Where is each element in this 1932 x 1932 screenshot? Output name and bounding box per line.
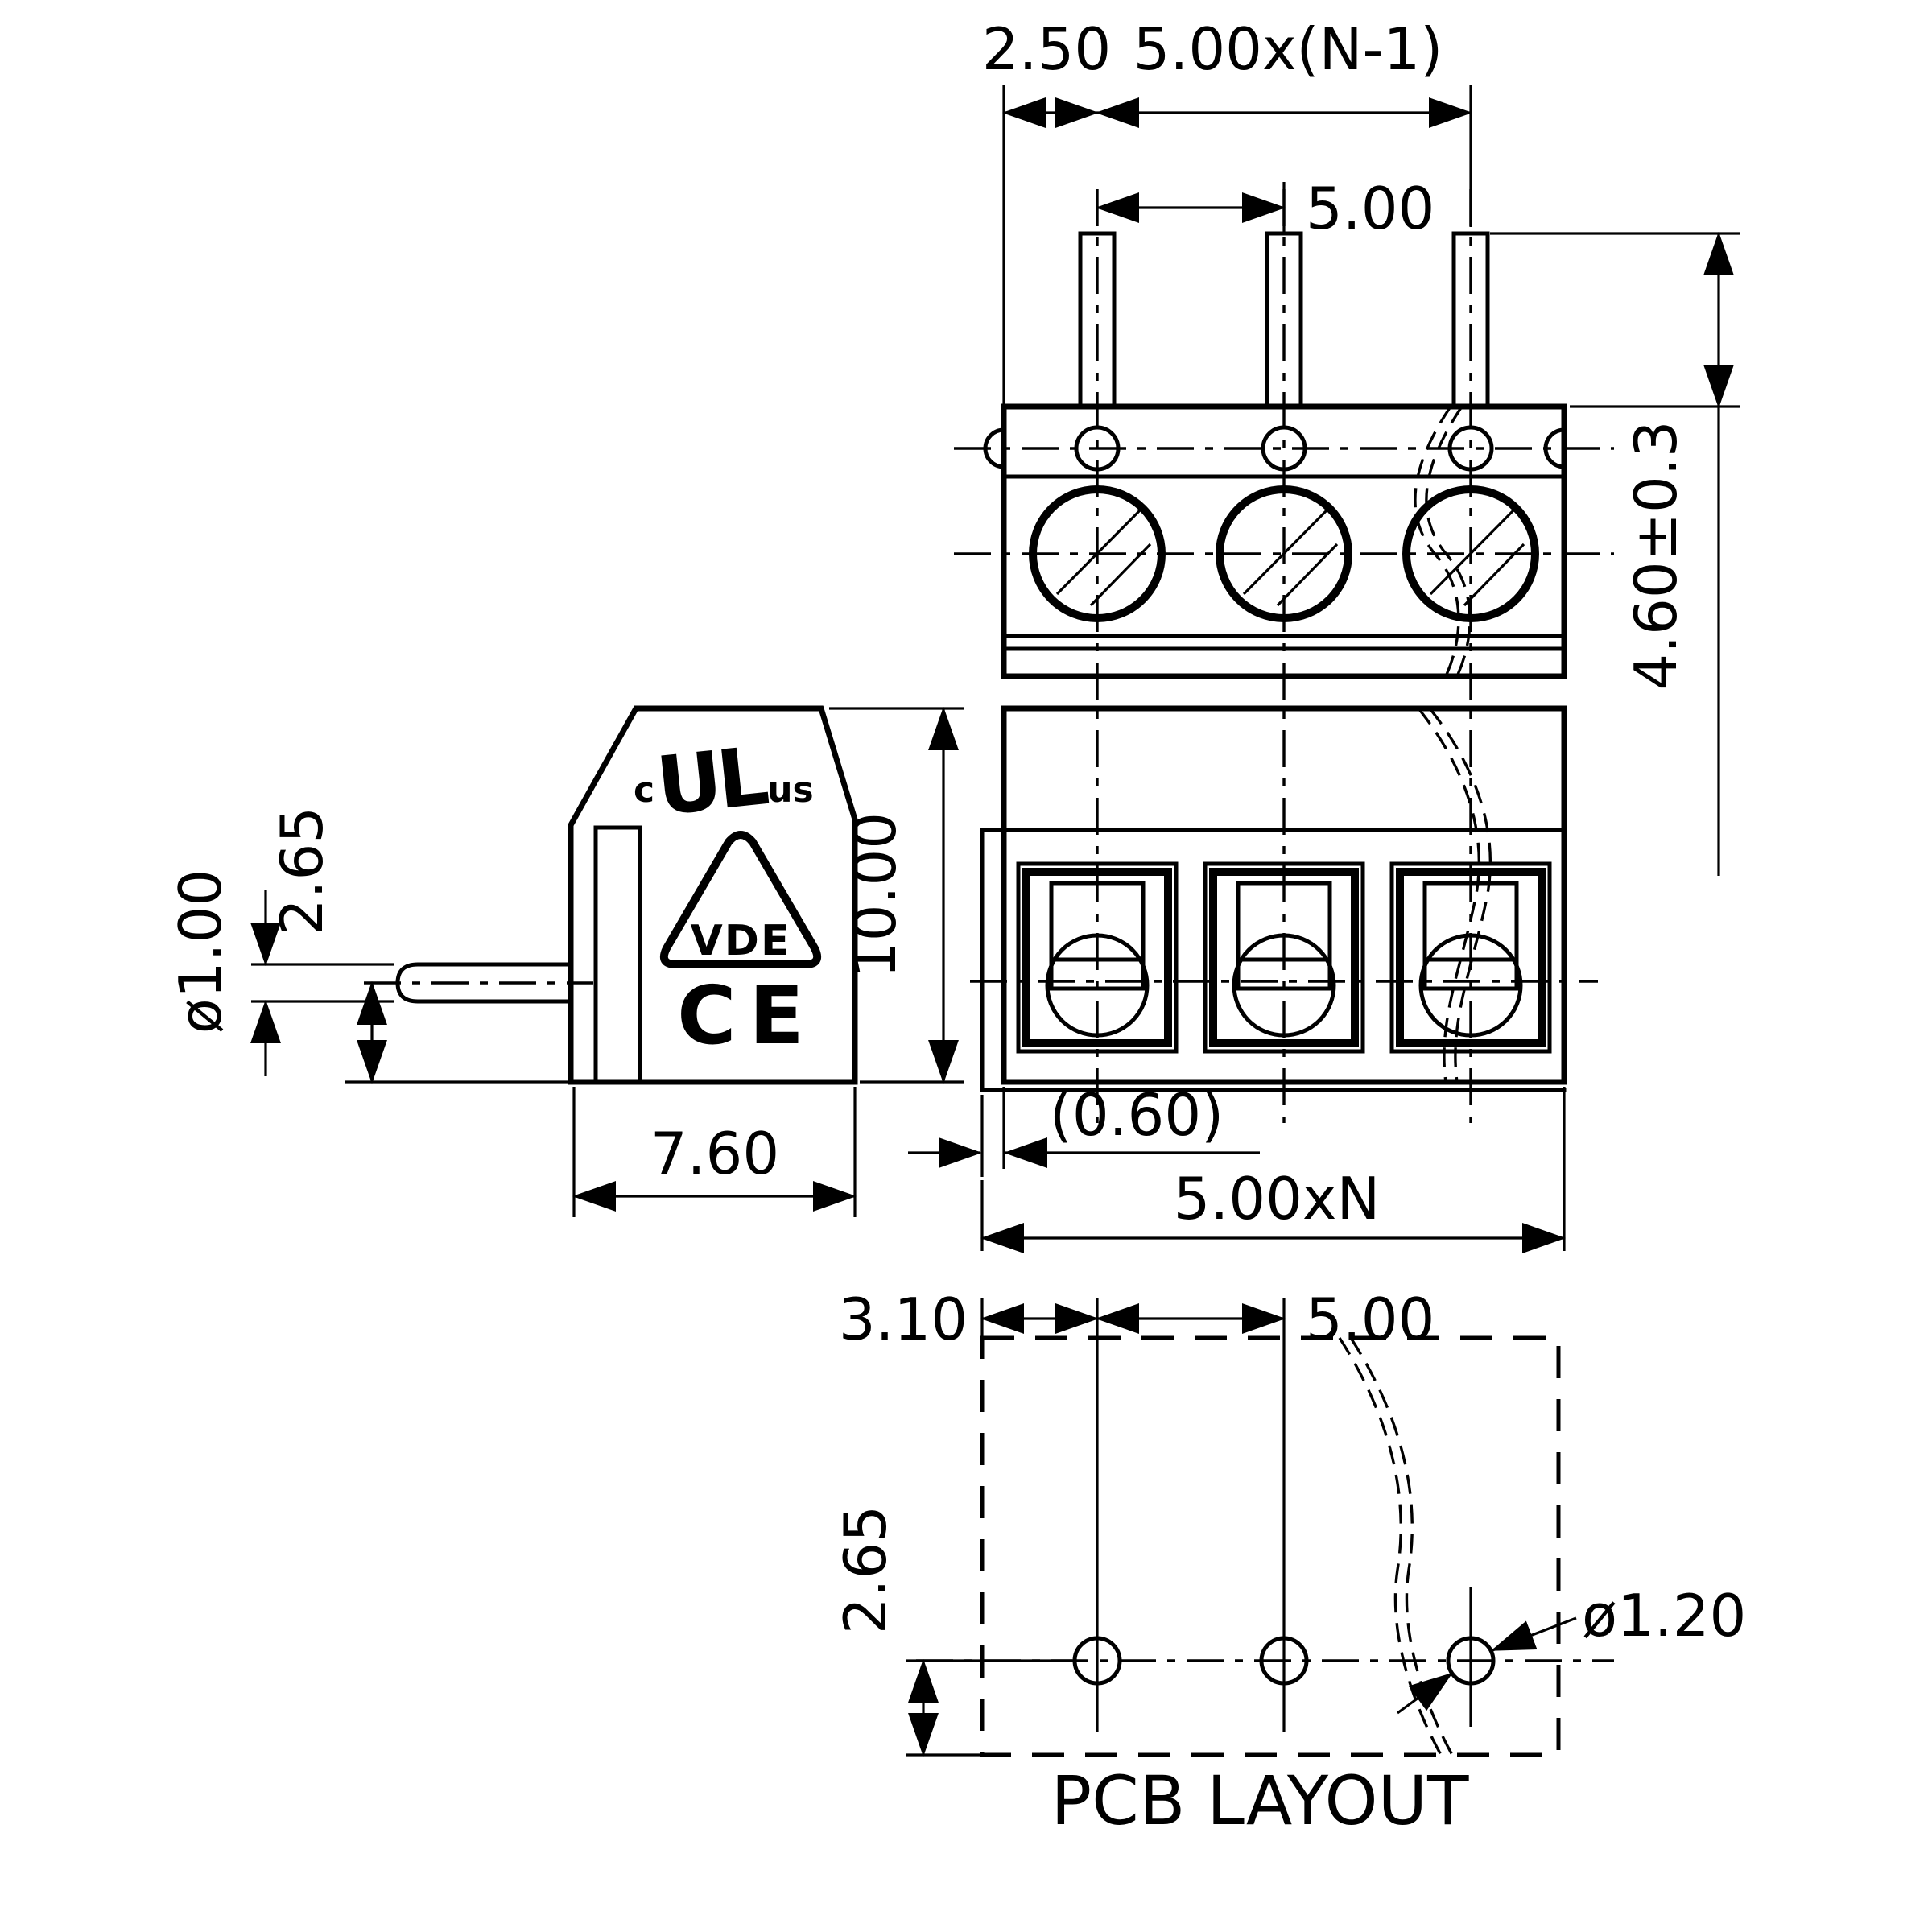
drill-hole-3 [1446, 1636, 1496, 1686]
screw-cell-3 [1389, 861, 1552, 1054]
vde-label: VDE [691, 917, 791, 965]
front-view-body [1001, 705, 1567, 1085]
dim-label-edge-to-hole: 3.10 [839, 1286, 968, 1353]
dim-label-pin-span: 5.00x(N-1) [1133, 15, 1443, 83]
leader-hole-diameter-upper [1490, 1616, 1577, 1652]
drill-hole-2 [1259, 1636, 1309, 1686]
pcb-dimensions: 3.10 5.00 2.65 ø1.20 [832, 1286, 1746, 1757]
side-view: c UL us VDE CE ø1.00 2.65 10.00 [167, 705, 964, 1217]
dim-label-height: 10.00 [841, 812, 909, 978]
vde-triangle [660, 831, 821, 968]
screw-cell-2 [1203, 861, 1365, 1054]
pin-hole-3 [1447, 425, 1494, 472]
break-line-top-view-b [1425, 406, 1472, 677]
dim-label-pin-pitch: 5.00 [1306, 175, 1435, 242]
break-line-front-view-b [1428, 707, 1492, 1083]
top-view-dimensions: 2.50 5.00x(N-1) 5.00 4.60±0.3 [982, 15, 1740, 876]
ul-mark-us-label: us [767, 770, 814, 811]
ul-mark-c-label: c [634, 770, 654, 811]
pcb-layout-caption: PCB LAYOUT [1051, 1761, 1470, 1840]
break-line-top-view-a [1414, 406, 1460, 677]
side-view-dimensions: ø1.00 2.65 10.00 7.60 [167, 706, 964, 1217]
vde-mark: VDE [660, 831, 821, 968]
pin-hole-2 [1261, 425, 1307, 472]
pin-hole-1 [1074, 425, 1121, 472]
top-view-body [1001, 403, 1567, 679]
dim-label-total-width: 5.00xN [1174, 1165, 1381, 1232]
front-view: (0.60) 5.00xN [908, 705, 1598, 1254]
dim-label-pin-offset: 2.65 [268, 807, 336, 935]
ce-mark-label: CE [677, 968, 817, 1063]
pcb-layout: 3.10 5.00 2.65 ø1.20 PCB LAYOUT [832, 1286, 1746, 1840]
side-view-slot [593, 825, 642, 1084]
screw-cell-1 [1016, 861, 1179, 1054]
ul-mark-label: UL [652, 729, 771, 834]
ul-mark: c UL us [634, 729, 814, 834]
dim-label-end-clearance: (0.60) [1050, 1081, 1224, 1149]
dim-label-hole-pitch: 5.00 [1306, 1286, 1435, 1353]
drill-hole-1 [1072, 1636, 1122, 1686]
top-view: 2.50 5.00x(N-1) 5.00 4.60±0.3 [954, 15, 1740, 1123]
dim-label-edge-to-pin: 2.50 [982, 15, 1111, 83]
break-line-front-view-a [1417, 707, 1481, 1083]
dim-label-pin-diameter: ø1.00 [167, 869, 234, 1034]
leader-hole-diameter-lower [1397, 1672, 1453, 1715]
dim-label-depth: 7.60 [650, 1120, 779, 1187]
dim-label-pin-length: 4.60±0.3 [1622, 420, 1690, 690]
dim-label-hole-diameter: ø1.20 [1582, 1582, 1746, 1649]
pcb-outline [980, 1335, 1561, 1757]
dim-label-hole-offset: 2.65 [832, 1505, 899, 1634]
front-view-dimensions: (0.60) 5.00xN [908, 1081, 1567, 1254]
